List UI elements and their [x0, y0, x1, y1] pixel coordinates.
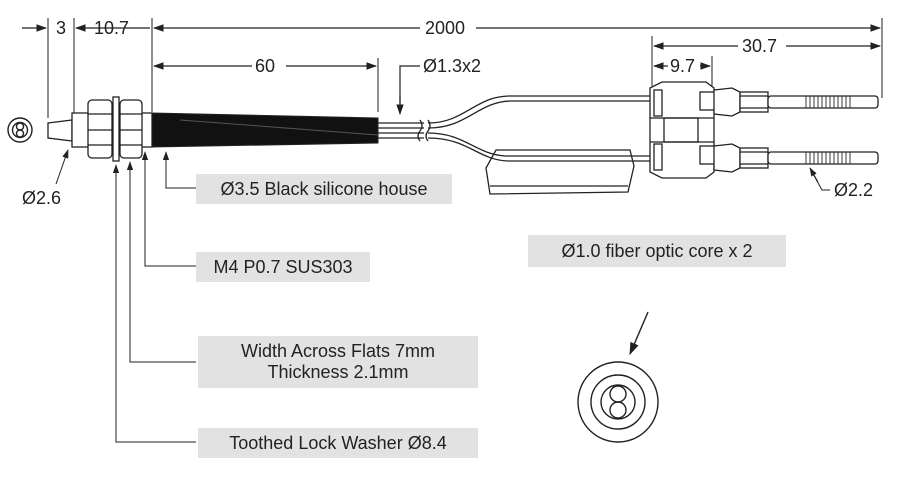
- dim-10-7: 10.7: [94, 18, 129, 38]
- house-callout-text: Ø3.5 Black silicone house: [220, 178, 428, 199]
- thread-callout-text: M4 P0.7 SUS303: [213, 256, 353, 277]
- head-end-view: [7, 117, 33, 143]
- flats-callout: Width Across Flats 7mm Thickness 2.1mm: [198, 336, 478, 388]
- plug-diameter-leader: [809, 167, 830, 191]
- dim-plug-diameter: Ø2.2: [834, 180, 873, 200]
- dim-3: 3: [56, 18, 66, 38]
- dim-9-7: 9.7: [670, 56, 695, 76]
- dim-60: 60: [255, 56, 275, 76]
- core-callout: Ø1.0 fiber optic core x 2: [528, 235, 786, 267]
- connector-block: [649, 81, 879, 179]
- plug-knurling: [805, 96, 851, 164]
- flats-callout-line2: Thickness 2.1mm: [267, 362, 409, 382]
- house-callout: Ø3.5 Black silicone house: [196, 174, 452, 204]
- dim-30-7: 30.7: [742, 36, 777, 56]
- thread-callout: M4 P0.7 SUS303: [196, 252, 370, 282]
- dim-fiber-diameter: Ø1.3x2: [423, 56, 481, 76]
- connector-end-view: [577, 311, 659, 443]
- fiber-cables: [378, 95, 650, 195]
- dim-tip-diameter: Ø2.6: [22, 188, 61, 208]
- tip-diameter-leader: [55, 149, 69, 185]
- washer-callout-text: Toothed Lock Washer Ø8.4: [229, 432, 447, 453]
- flats-callout-line1: Width Across Flats 7mm: [240, 341, 436, 361]
- dim-2000: 2000: [425, 18, 465, 38]
- core-callout-text: Ø1.0 fiber optic core x 2: [561, 240, 753, 261]
- sensor-head: [47, 96, 153, 162]
- callout-leaders: [112, 151, 196, 443]
- extension-lines: [47, 18, 883, 118]
- washer-callout: Toothed Lock Washer Ø8.4: [198, 428, 478, 458]
- black-housing: [151, 112, 379, 148]
